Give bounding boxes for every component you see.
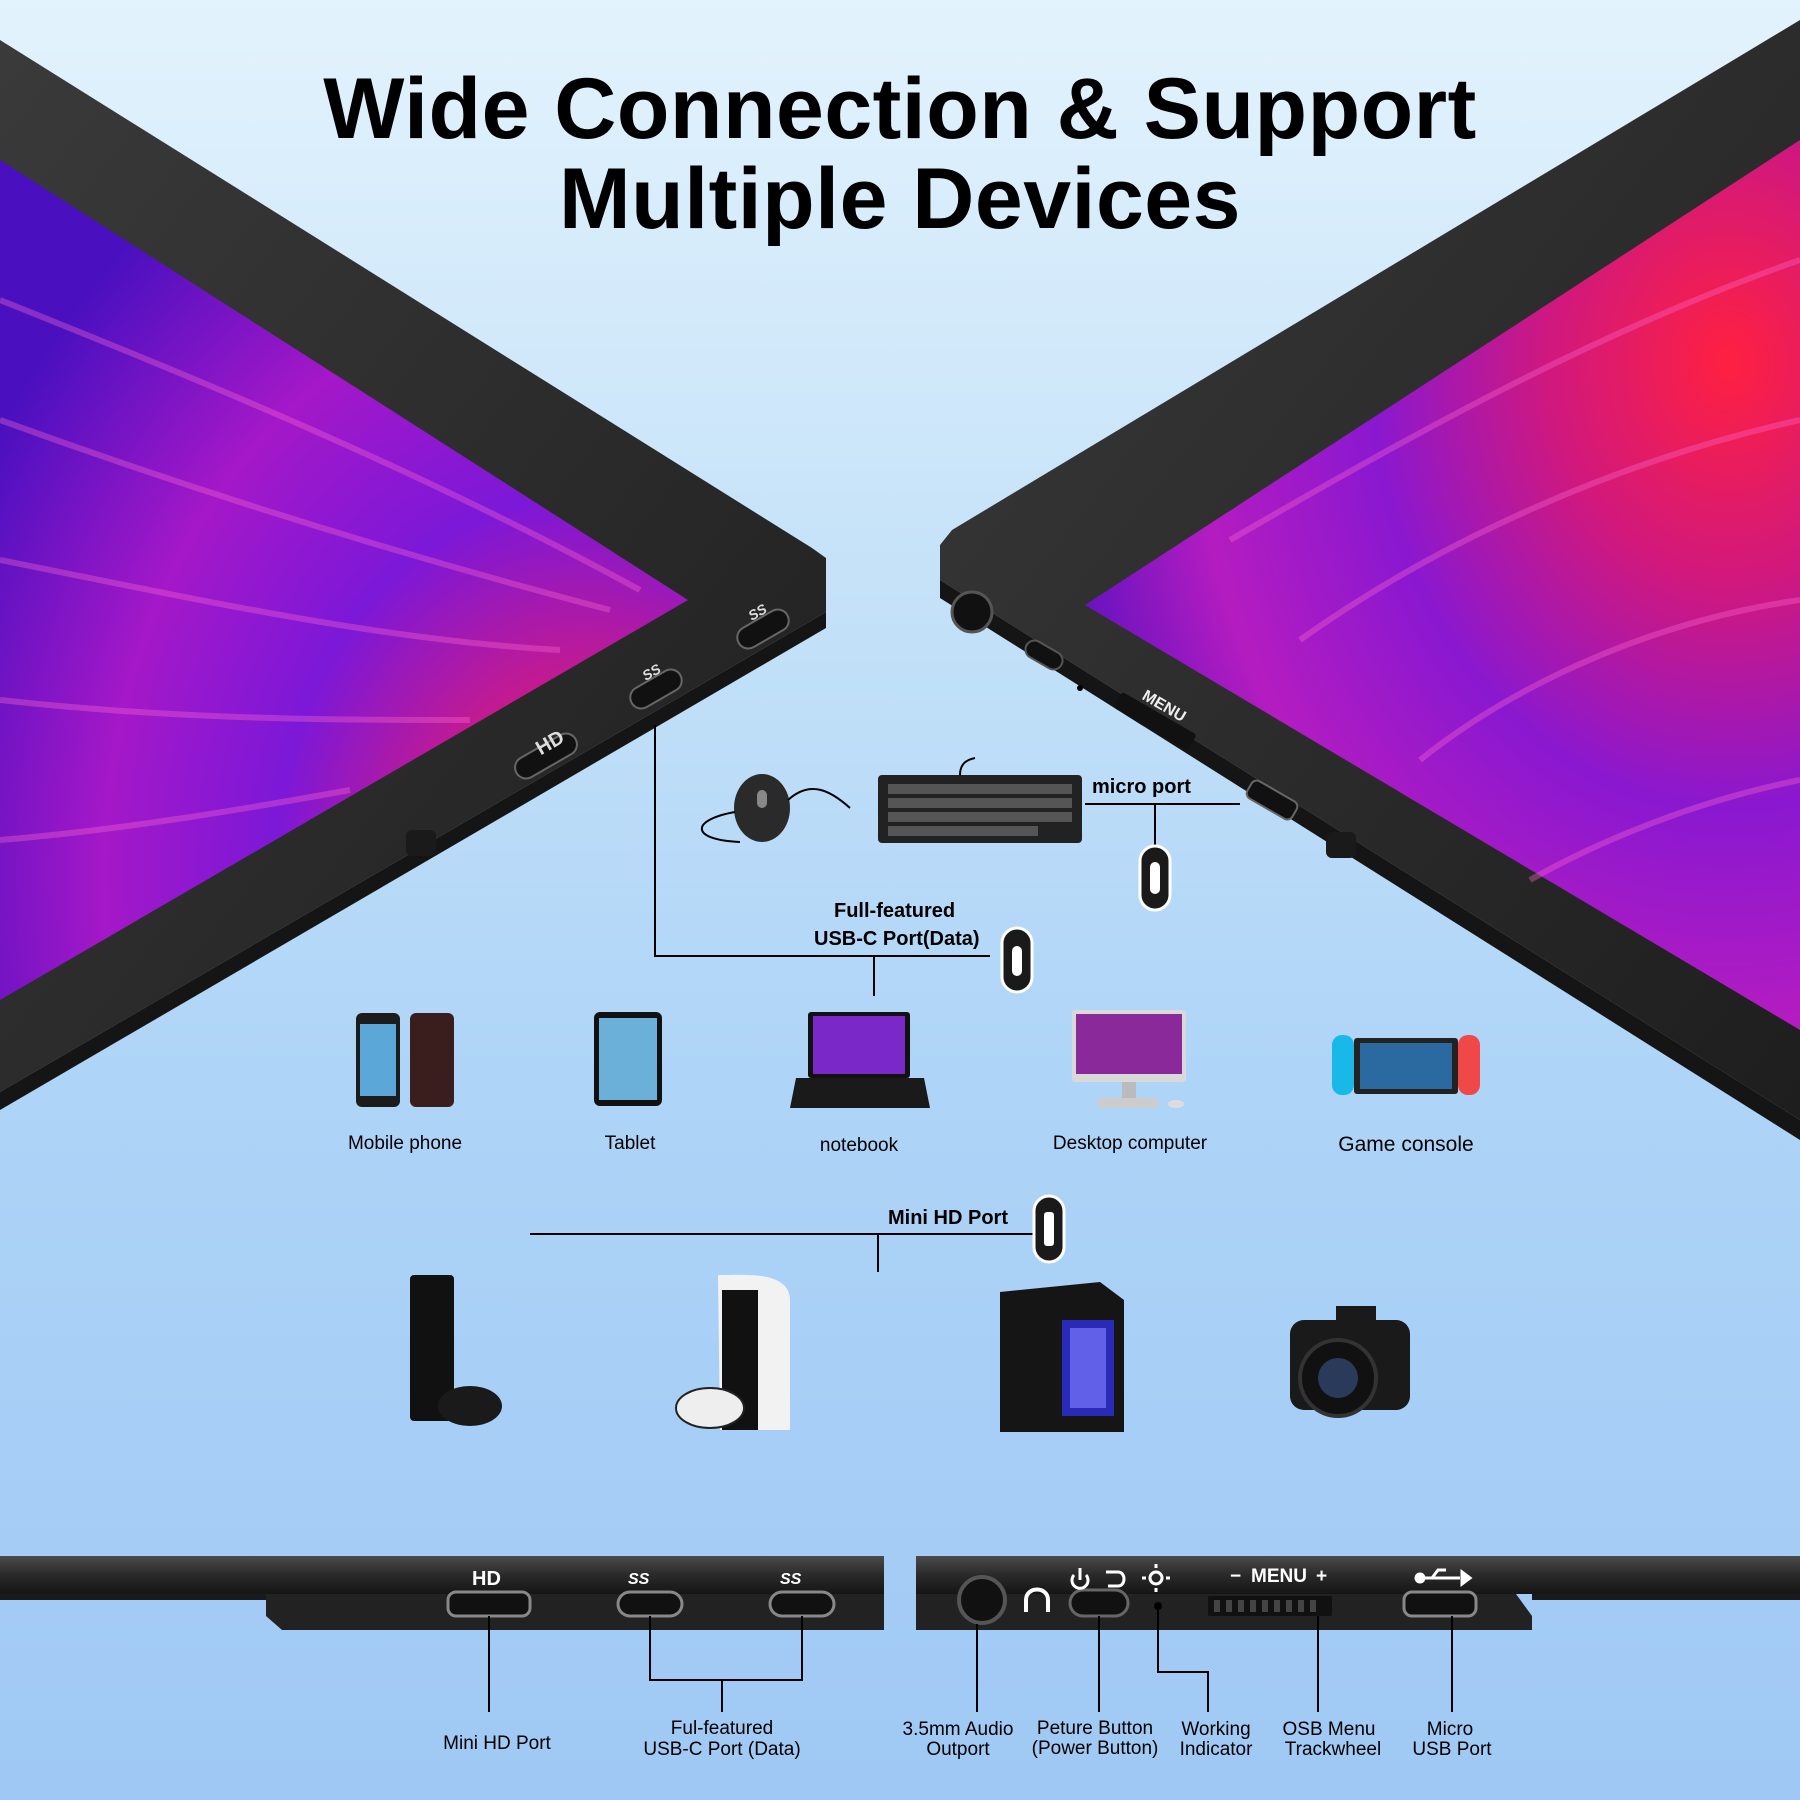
right-monitor-ports [950, 590, 1356, 858]
device-mobile-phone-image [356, 1013, 454, 1107]
device-label-game-console: Game console [1338, 1133, 1474, 1156]
mini-hd-label: Mini HD Port [888, 1207, 1008, 1229]
power-icon [1070, 1568, 1090, 1590]
port-label-audio-line2: Outport [926, 1739, 990, 1760]
device-label-desktop-computer: Desktop computer [1052, 1133, 1208, 1154]
menu-minus-marking: − [1230, 1566, 1242, 1587]
port-label-usbc-line2: USB-C Port (Data) [643, 1739, 801, 1760]
device-game-console-image [1332, 1035, 1480, 1095]
left-monitor [0, 40, 826, 1110]
usb-icon [1414, 1568, 1473, 1587]
brightness-icon [1142, 1564, 1170, 1592]
device-label-tablet: Tablet [604, 1133, 656, 1154]
device-gaming-pc-image [1000, 1282, 1124, 1432]
bottom-leader-lines [488, 1610, 1453, 1712]
page-title-line1: Wide Connection & Support [323, 61, 1477, 157]
port-label-power-line1: Peture Button [1036, 1718, 1154, 1739]
bottom-left-side-view [0, 1556, 884, 1630]
hd-marking-bottom: HD [472, 1568, 501, 1590]
left-monitor-ports [406, 608, 790, 856]
port-label-usbc-line1: Ful-featured [670, 1718, 774, 1739]
port-label-audio-line1: 3.5mm Audio [902, 1719, 1014, 1740]
micro-port-label: micro port [1092, 776, 1191, 798]
port-label-osb-line2: Trackwheel [1284, 1739, 1382, 1760]
device-camera-image [1290, 1306, 1410, 1418]
mouse-keyboard-icons [701, 757, 1082, 843]
usbc-label-line1: Full-featured [834, 900, 956, 922]
right-monitor [940, 20, 1800, 1140]
connection-lines [530, 725, 1240, 1272]
bottom-right-side-view [916, 1556, 1800, 1630]
connector-icons [1000, 844, 1172, 1264]
port-label-micro-line2: USB Port [1412, 1739, 1492, 1760]
device-tablet-image [594, 1012, 662, 1106]
port-label-micro-line1: Micro [1426, 1719, 1474, 1740]
device-notebook-image [790, 1012, 930, 1108]
port-label-indicator-line2: Indicator [1179, 1739, 1253, 1760]
device-label-notebook: notebook [819, 1135, 899, 1156]
headphone-icon [1024, 1587, 1050, 1612]
back-icon [1106, 1570, 1126, 1588]
usbc-label-line2: USB-C Port(Data) [814, 928, 980, 950]
device-playstation-image [675, 1274, 790, 1430]
port-label-mini-hd: Mini HD Port [443, 1733, 551, 1754]
port-label-indicator-line1: Working [1181, 1719, 1251, 1740]
device-label-mobile-phone: Mobile phone [347, 1133, 463, 1154]
ss-marking-bottom-2: SS [780, 1571, 802, 1588]
page-title-line2: Multiple Devices [559, 151, 1241, 247]
ss-marking-bottom-1: SS [628, 1571, 650, 1588]
port-label-power-line2: (Power Button) [1031, 1738, 1159, 1759]
menu-marking-bottom: MENU [1251, 1566, 1307, 1587]
port-label-osb-line1: OSB Menu [1282, 1719, 1376, 1740]
device-desktop-computer-image [1072, 1010, 1186, 1108]
device-xbox-image [410, 1275, 502, 1426]
menu-plus-marking: + [1316, 1566, 1328, 1587]
